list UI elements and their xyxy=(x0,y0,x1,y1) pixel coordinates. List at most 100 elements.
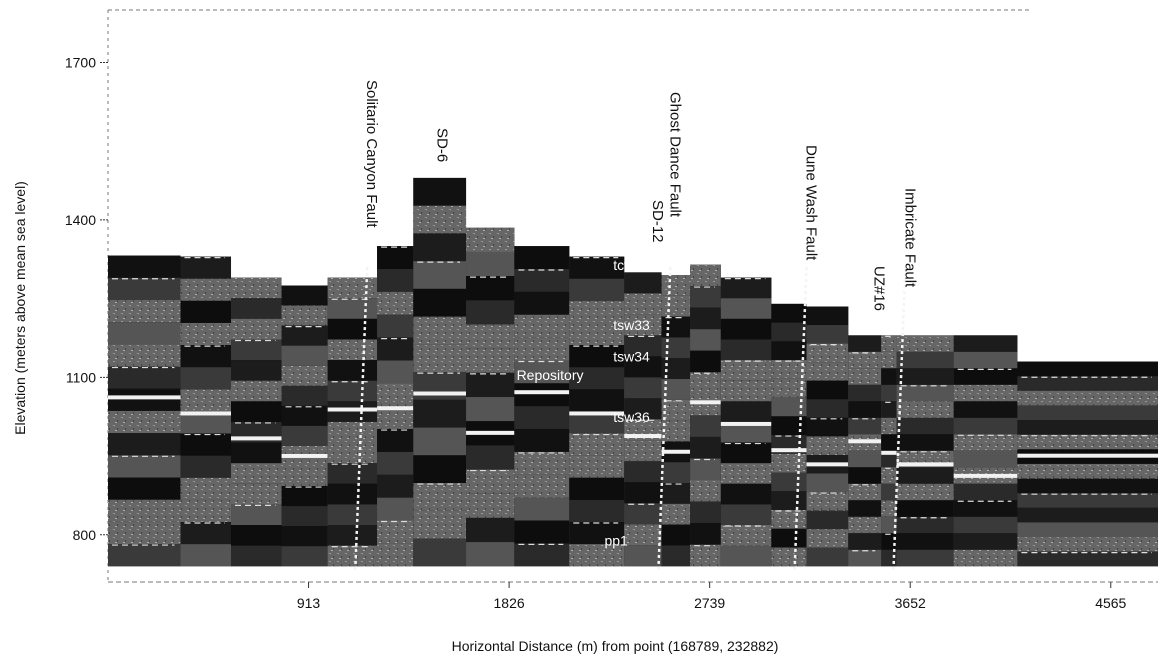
stratum-band xyxy=(281,365,328,386)
stratum-band xyxy=(896,384,954,402)
stratum-band xyxy=(690,264,721,287)
stratum-band xyxy=(848,533,882,550)
stratum-band xyxy=(720,463,772,484)
column xyxy=(1017,361,1158,567)
white-contact-band xyxy=(108,395,181,400)
stratum-band xyxy=(327,318,378,340)
white-contact-band xyxy=(514,390,570,395)
stratum-band xyxy=(720,318,772,340)
stratum-band xyxy=(771,397,807,417)
stratum-band xyxy=(771,322,807,342)
stratum-band xyxy=(180,499,232,523)
stratum-band xyxy=(661,420,691,442)
stratum-band xyxy=(848,384,882,402)
stratum-band xyxy=(896,516,954,534)
stratum-band xyxy=(1017,537,1158,552)
white-contact-band xyxy=(413,391,467,396)
stratum-band xyxy=(180,544,232,567)
stratum-band xyxy=(514,291,570,315)
stratum-band xyxy=(720,298,772,319)
stratum-band xyxy=(108,477,181,500)
stratum-band xyxy=(1017,361,1158,377)
column xyxy=(413,177,467,567)
stratum-band xyxy=(413,344,467,373)
stratum-band xyxy=(624,377,662,399)
white-contact-band xyxy=(881,450,897,455)
stratum-band xyxy=(1017,376,1158,391)
stratum-band xyxy=(327,421,378,443)
stratum-band xyxy=(848,401,882,418)
stratum-band xyxy=(690,501,721,524)
stratum-band xyxy=(466,542,515,567)
stratum-band xyxy=(953,434,1018,451)
stratum-band xyxy=(1017,405,1158,421)
stratum-band xyxy=(377,520,414,544)
stratum-band xyxy=(1017,478,1158,494)
white-contact-band xyxy=(720,421,772,426)
stratum-band xyxy=(896,483,954,501)
column xyxy=(771,303,807,567)
stratum-band xyxy=(690,350,721,373)
stratum-band xyxy=(466,251,515,277)
stratum-band xyxy=(180,300,232,323)
stratum-band xyxy=(690,480,721,502)
column xyxy=(848,335,882,567)
column xyxy=(569,256,625,567)
stratum-band xyxy=(180,455,232,478)
borehole-label: UZ#16 xyxy=(871,266,888,311)
stratum-band xyxy=(720,442,772,464)
stratum-band xyxy=(466,493,515,518)
stratum-band xyxy=(377,291,414,315)
stratum-band xyxy=(806,547,849,567)
stratum-band xyxy=(1017,420,1158,435)
stratum-band xyxy=(806,417,849,437)
stratum-band xyxy=(569,522,625,545)
stratum-band xyxy=(569,411,625,434)
stratum-band xyxy=(624,356,662,378)
stratum-band xyxy=(466,324,515,349)
stratum-band xyxy=(180,522,232,545)
stratum-band xyxy=(771,491,807,511)
stratum-band xyxy=(661,545,691,567)
stratum-band xyxy=(514,406,570,430)
stratum-band xyxy=(514,360,570,384)
stratum-band xyxy=(327,483,378,505)
stratum-band xyxy=(771,360,807,379)
stratum-band xyxy=(413,483,467,511)
stratum-band xyxy=(569,322,625,346)
stratum-band xyxy=(1017,551,1158,567)
column xyxy=(953,335,1018,567)
stratum-band xyxy=(108,366,181,389)
stratum-band xyxy=(848,516,882,534)
stratum-band xyxy=(953,401,1018,418)
stratum-band xyxy=(569,433,625,456)
stratum-band xyxy=(466,397,515,422)
stratum-band xyxy=(413,205,467,234)
stratum-band xyxy=(180,389,232,412)
white-contact-band xyxy=(1017,453,1158,458)
stratum-band xyxy=(413,538,467,567)
stratum-band xyxy=(327,442,378,464)
stratum-band xyxy=(281,325,328,346)
stratum-band xyxy=(180,477,232,500)
stratum-band xyxy=(720,339,772,361)
stratum-band xyxy=(848,549,882,567)
unit-label: tsw34 xyxy=(613,349,650,365)
column xyxy=(720,277,772,567)
stratum-band xyxy=(377,406,414,430)
stratum-band xyxy=(231,401,282,422)
stratum-band xyxy=(624,272,662,294)
stratum-band xyxy=(720,483,772,505)
column xyxy=(896,335,954,567)
x-tick-label: 913 xyxy=(297,595,321,611)
stratum-band xyxy=(720,421,772,443)
white-contact-band xyxy=(771,448,807,453)
x-tick-label: 4565 xyxy=(1095,595,1126,611)
stratum-band xyxy=(953,549,1018,567)
stratum-band xyxy=(377,337,414,361)
stratum-band xyxy=(231,298,282,319)
column xyxy=(281,285,328,567)
stratum-band xyxy=(377,497,414,521)
stratum-band xyxy=(881,368,897,385)
stratum-band xyxy=(466,445,515,470)
